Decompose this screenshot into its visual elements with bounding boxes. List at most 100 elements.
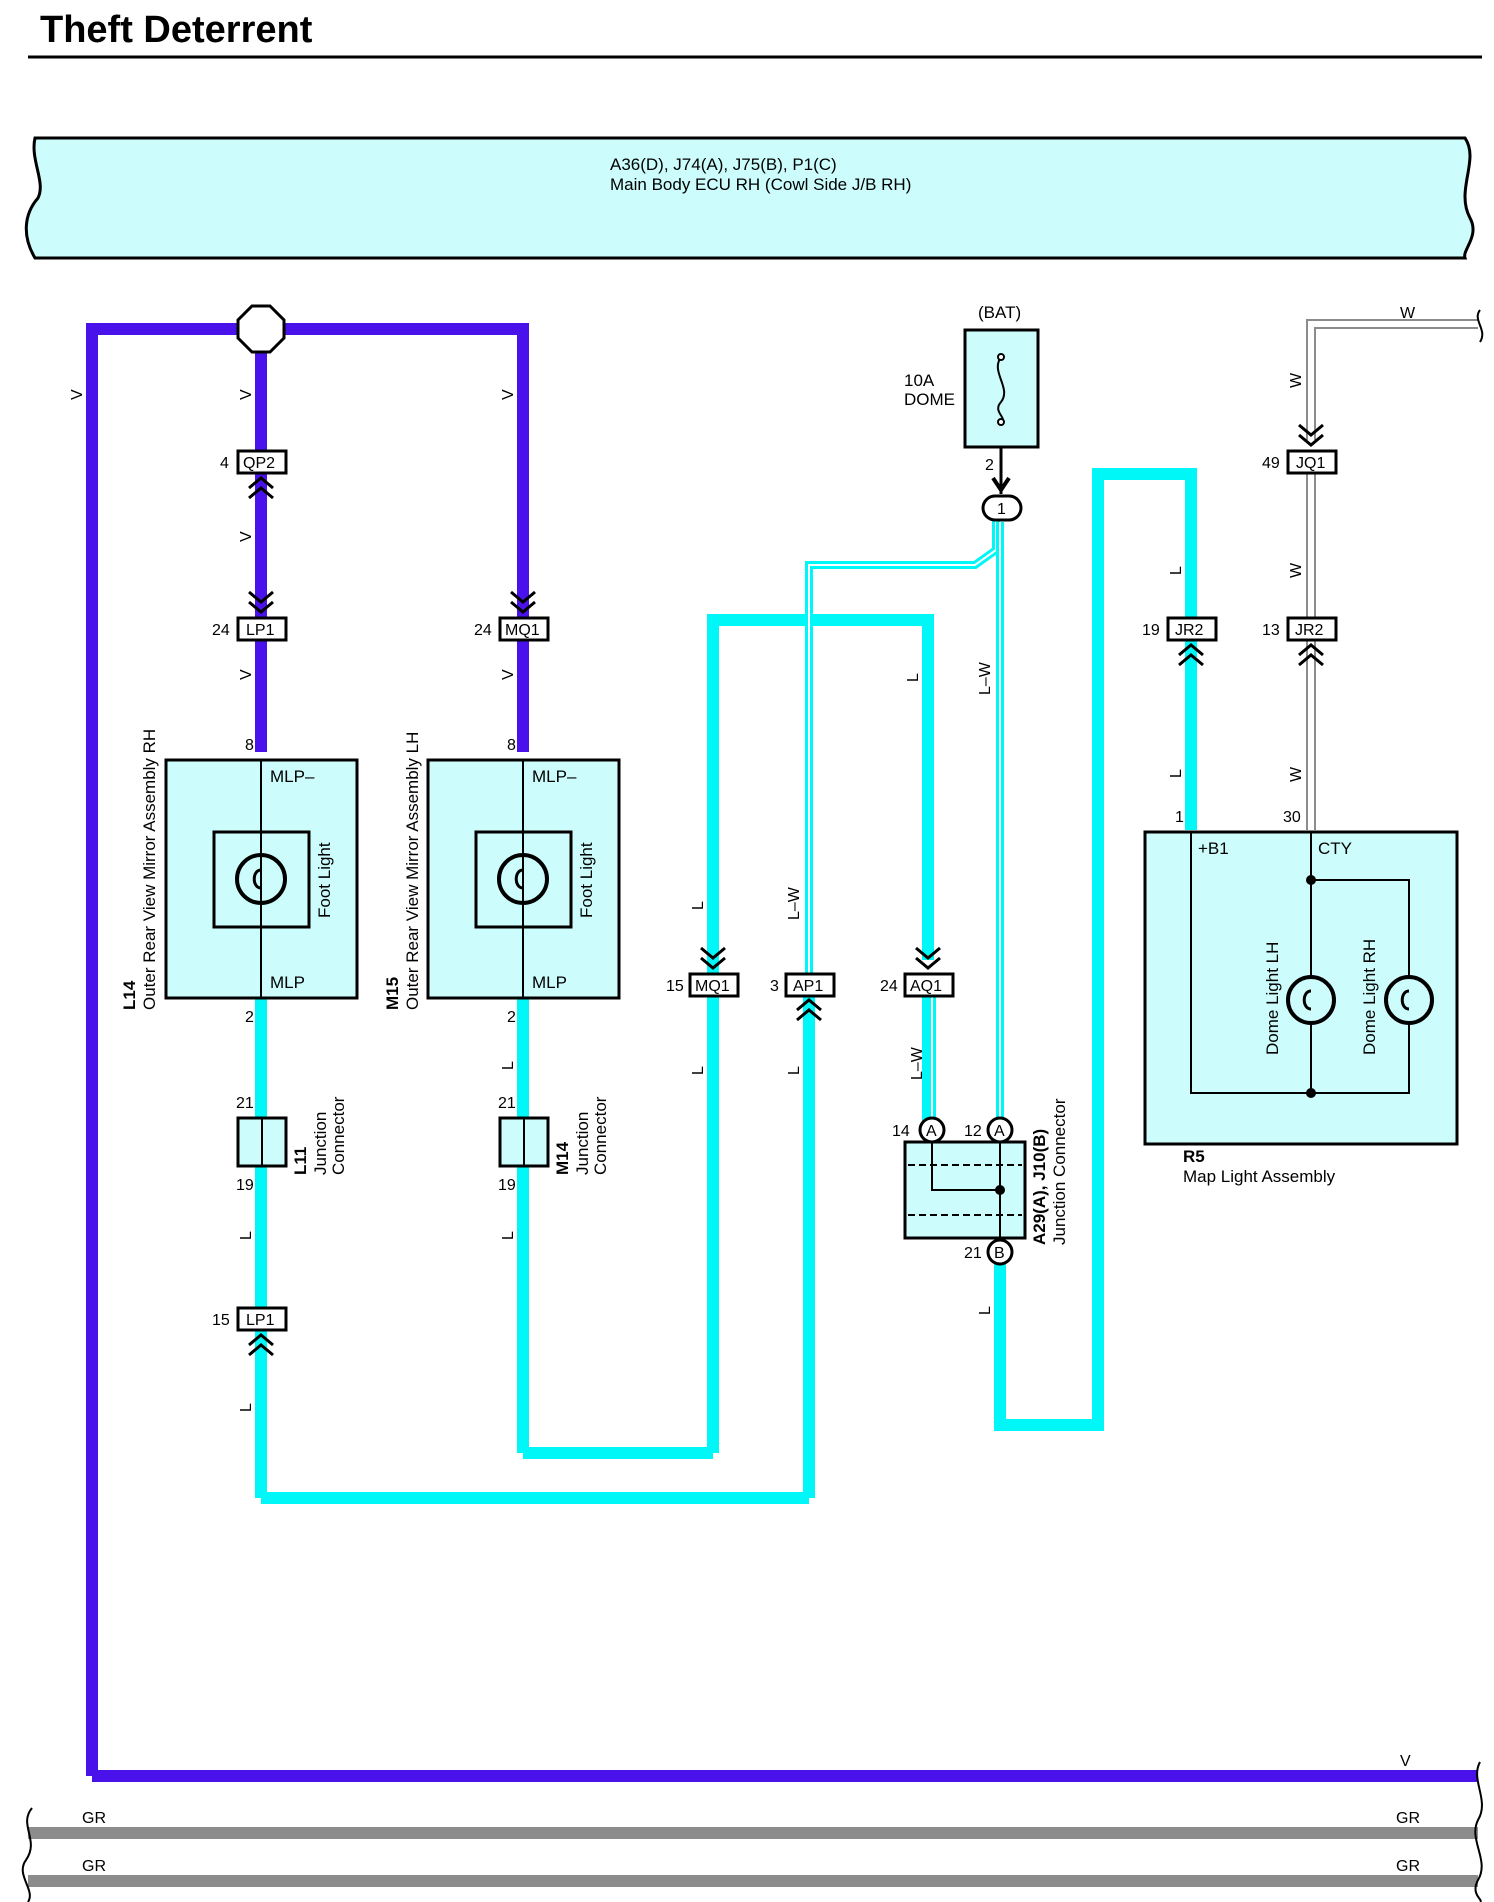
jc-a29-a14	[918, 1116, 946, 1144]
fuse-name: DOME	[904, 390, 955, 409]
pin-jr2-left: 19	[1142, 622, 1160, 639]
jc-a29: A A B 14 12 21 A29(A), J10(B) Junction C…	[892, 1098, 1069, 1266]
map-light-pin-num-1: 1	[1175, 809, 1184, 826]
wire-label-gr: GR	[1396, 1810, 1420, 1827]
mirror-lh-pin-bottom: MLP	[532, 973, 567, 992]
jc-a29-code: A29(A), J10(B)	[1030, 1129, 1049, 1245]
map-light-pin-num-30: 30	[1283, 809, 1301, 826]
jc-a29-a12-letter: A	[994, 1123, 1005, 1140]
wire-label-l: L	[905, 673, 922, 682]
arrow-lp1-bottom	[248, 1333, 274, 1357]
tag-mq1-mid	[688, 972, 740, 998]
pin-aq1: 24	[880, 978, 898, 995]
tag-lp1-top	[236, 616, 288, 642]
tag-jq1-label: JQ1	[1296, 455, 1325, 472]
mirror-lh-name: Outer Rear View Mirror Assembly LH	[403, 732, 422, 1010]
tag-ap1	[784, 972, 836, 998]
arrow-mq1-top	[510, 590, 536, 614]
wire-label-l: L	[690, 901, 707, 910]
lw-wire-ap1	[805, 515, 1000, 985]
jc-a29-junction	[995, 1185, 1005, 1195]
violet-wire-main	[86, 323, 529, 1776]
jc-a29-a12	[986, 1116, 1014, 1144]
mirror-rh-pin-bottom: MLP	[270, 973, 305, 992]
arrow-mq1-mid	[700, 946, 726, 970]
arrow-jr2-left	[1178, 643, 1204, 667]
lightbulb-icon	[497, 853, 549, 905]
jc-a29-b21	[986, 1238, 1014, 1266]
ecu-name: Main Body ECU RH (Cowl Side J/B RH)	[610, 175, 911, 194]
wire-label-w: W	[1288, 766, 1305, 782]
wire-label-l: L	[1168, 769, 1185, 778]
jc-a29-pin-21: 21	[964, 1245, 982, 1262]
map-light: +B1 CTY 1 30 Dome Light LH Dome Light RH…	[1143, 809, 1459, 1186]
break-right-top	[1476, 309, 1484, 343]
jc-l11-pin-top: 21	[236, 1095, 254, 1112]
tag-jq1	[1286, 449, 1338, 475]
wire-label-w: W	[1400, 305, 1416, 322]
break-right	[1474, 1761, 1483, 1902]
map-light-lamp-rh: Dome Light RH	[1360, 939, 1379, 1055]
mirror-lh: MLP– MLP 8 2 Foot Light M15 Outer Rear V…	[383, 732, 621, 1026]
jc-m14-code: M14	[553, 1141, 572, 1175]
arrow-jq1	[1298, 423, 1324, 447]
wire-label-w: W	[1288, 562, 1305, 578]
wire-label-v: V	[69, 389, 86, 400]
wire-label-v: V	[238, 669, 255, 680]
white-wire	[1306, 319, 1478, 830]
pin-lp1-top: 24	[212, 622, 230, 639]
tag-mq1-mid-label: MQ1	[695, 978, 730, 995]
jc-l11-pin-bottom: 19	[236, 1177, 254, 1194]
pin-mq1-top: 24	[474, 622, 492, 639]
arrow-qp2	[248, 476, 274, 500]
mirror-lh-pin-num-top: 8	[507, 737, 516, 754]
jc-a29-a14-letter: A	[926, 1123, 937, 1140]
wire-label-v: V	[500, 669, 517, 680]
pin-mq1-mid: 15	[666, 978, 684, 995]
ecu-connectors: A36(D), J74(A), J75(B), P1(C)	[610, 155, 837, 174]
node-1	[981, 494, 1023, 522]
lightbulb-filament	[252, 868, 262, 890]
wire-label-l: L	[977, 1306, 994, 1315]
arrow-aq1	[915, 946, 941, 970]
wire-label-lw: L–W	[786, 886, 803, 920]
map-light-node-top	[1306, 875, 1316, 885]
violet-wires	[86, 323, 1478, 1782]
mirror-rh-name: Outer Rear View Mirror Assembly RH	[140, 729, 159, 1010]
ground-wires	[21, 309, 1484, 1902]
map-light-lamp-lh: Dome Light LH	[1263, 942, 1282, 1055]
wire-label-l: L	[238, 1403, 255, 1412]
wire-label-l: L	[690, 1066, 707, 1075]
wire-label-gr: GR	[82, 1858, 106, 1875]
jc-m14: 21 19 M14 Junction Connector	[498, 1095, 610, 1194]
tag-ap1-label: AP1	[793, 978, 823, 995]
arrow-jr2-right	[1298, 643, 1324, 667]
map-light-code: R5	[1183, 1147, 1205, 1166]
white-wire-outer	[1306, 319, 1478, 440]
lightbulb-icon	[1384, 975, 1434, 1025]
tag-mq1-top	[498, 616, 550, 642]
tag-jr2-left-label: JR2	[1175, 622, 1204, 639]
mirror-lh-code: M15	[383, 977, 402, 1010]
jc-a29-name: Junction Connector	[1050, 1098, 1069, 1245]
wire-label-v: V	[500, 389, 517, 400]
mirror-rh-code: L14	[120, 980, 139, 1010]
map-light-pin-cty: CTY	[1318, 839, 1352, 858]
tag-jr2-right-label: JR2	[1295, 622, 1324, 639]
tag-aq1-label: AQ1	[910, 978, 942, 995]
jc-l11: 21 19 L11 Junction Connector	[236, 1095, 348, 1194]
pin-ap1: 3	[770, 978, 779, 995]
fuse-element	[996, 356, 1006, 423]
mirror-rh: MLP– MLP 8 2 Foot Light L14 Outer Rear V…	[120, 729, 359, 1026]
arrow-lp1-top	[248, 590, 274, 614]
jc-m14-pin-bottom: 19	[498, 1177, 516, 1194]
fuse-source: (BAT)	[978, 303, 1021, 322]
tag-lp1-bottom	[236, 1306, 288, 1332]
pin-qp2: 4	[220, 455, 229, 472]
wire-label-gr: GR	[1396, 1858, 1420, 1875]
wire-label-gr: GR	[82, 1810, 106, 1827]
wire-label-lw: L–W	[977, 661, 994, 695]
jc-l11-code: L11	[291, 1147, 310, 1175]
wire-label-lw: L–W	[909, 1046, 926, 1080]
